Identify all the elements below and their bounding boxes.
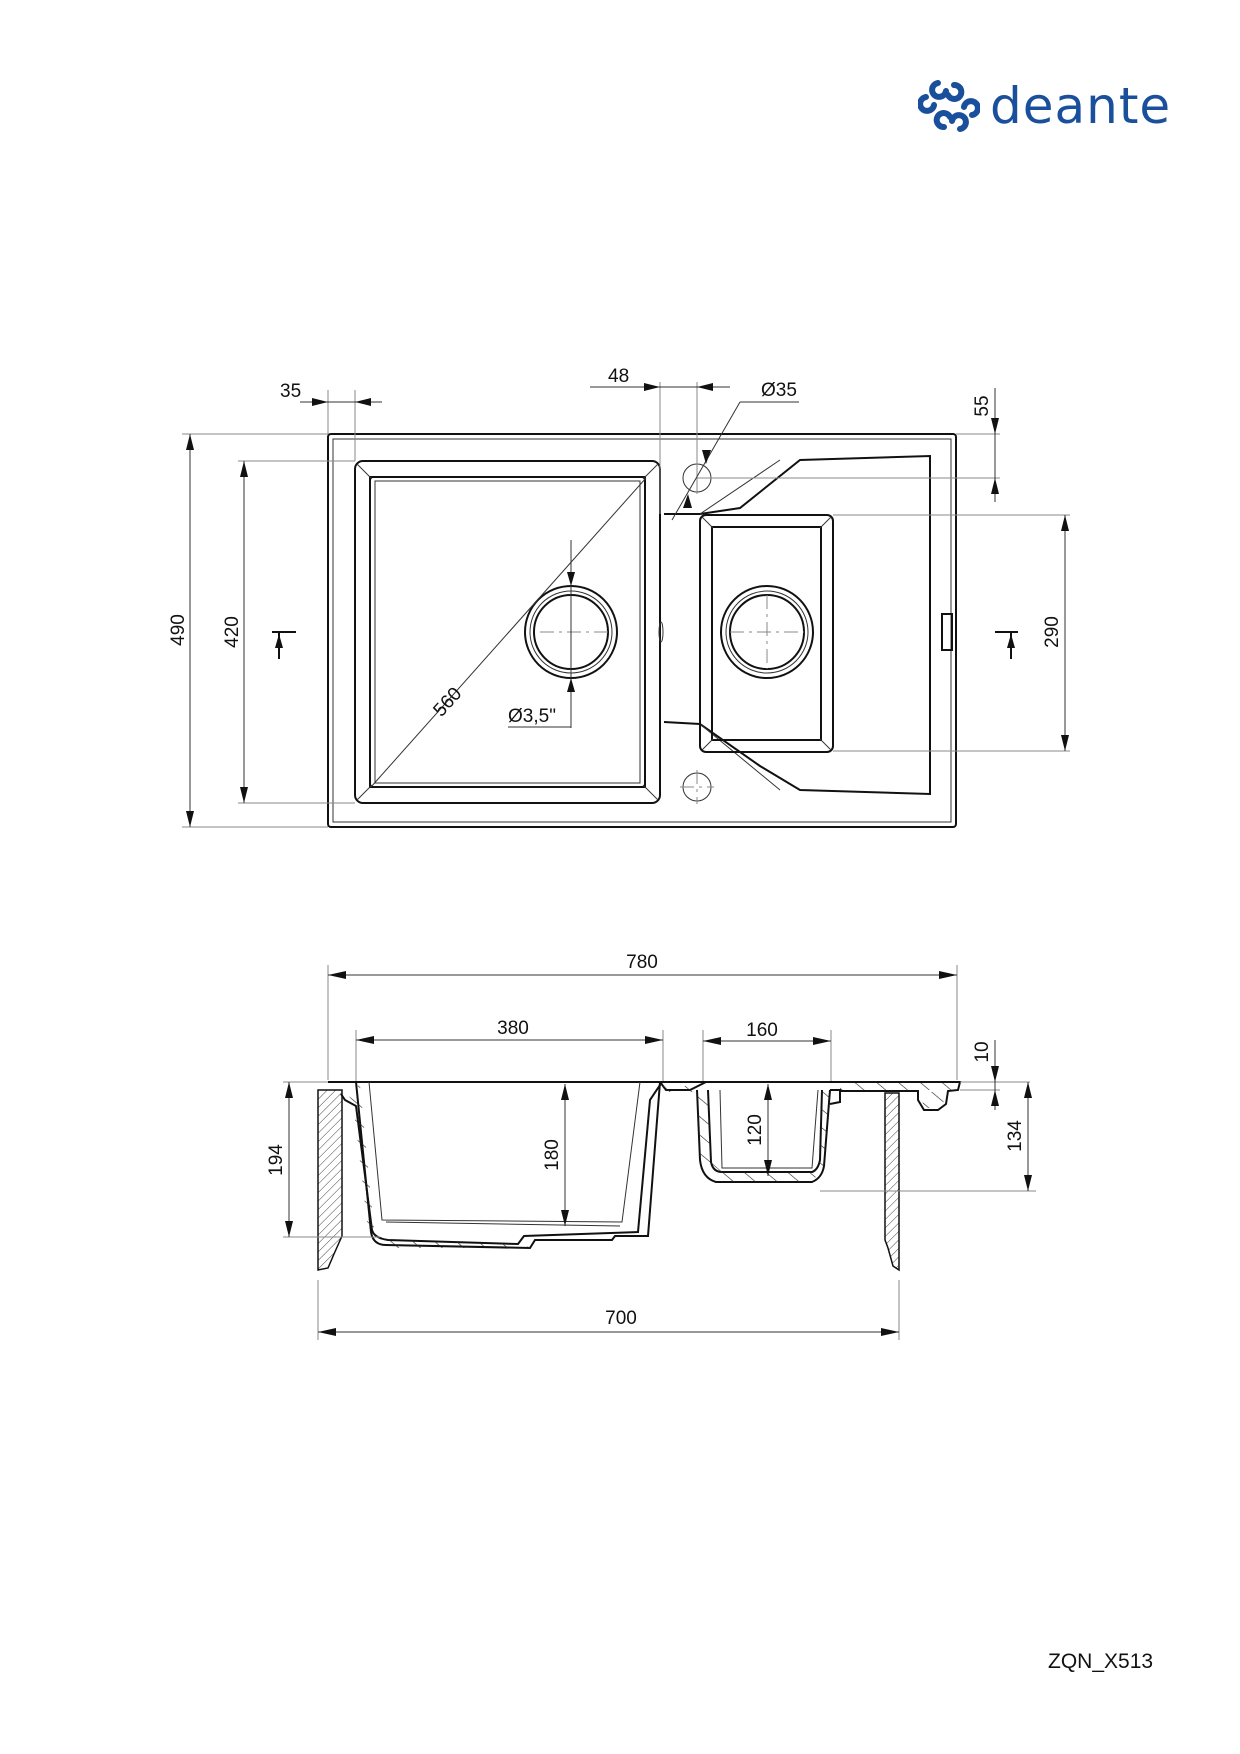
dim-total-height: 194 [266, 1144, 287, 1176]
dim-faucet-offset: 48 [608, 366, 629, 387]
countertop-right [884, 1092, 900, 1272]
brand-name: deante [990, 77, 1172, 135]
dim-small-bowl-inner-depth: 120 [745, 1114, 766, 1146]
dim-faucet-from-edge: 55 [972, 395, 993, 416]
small-drain [720, 585, 814, 679]
dim-faucet-hole: Ø35 [761, 380, 797, 401]
main-bowl-outline [354, 460, 664, 804]
deante-logo-icon [918, 80, 980, 132]
dim-main-bowl-depth: 420 [222, 616, 243, 648]
small-bowl-outline [699, 514, 834, 753]
dim-small-bowl-depth: 290 [1042, 616, 1063, 648]
overflow-slot [941, 613, 953, 651]
top-view: 560 Ø3,5" [168, 366, 1070, 828]
dim-rim-left: 35 [280, 381, 301, 402]
dim-small-bowl-width: 160 [746, 1020, 778, 1041]
dim-total-width: 780 [626, 952, 658, 973]
dim-main-bowl-width: 380 [497, 1018, 529, 1039]
dim-drain: Ø3,5" [508, 706, 556, 727]
dim-cabinet-width: 700 [605, 1308, 637, 1329]
dim-total-depth: 490 [168, 614, 189, 646]
dim-small-bowl-height: 134 [1005, 1120, 1026, 1152]
countertop-left [317, 1089, 343, 1271]
product-code: ZQN_X513 [1048, 1650, 1154, 1673]
brand-logo: deante [918, 72, 1178, 140]
dim-rim-thickness: 10 [972, 1041, 993, 1062]
dim-main-bowl-inner-depth: 180 [542, 1139, 563, 1171]
side-view: 780 380 160 [266, 952, 1036, 1340]
